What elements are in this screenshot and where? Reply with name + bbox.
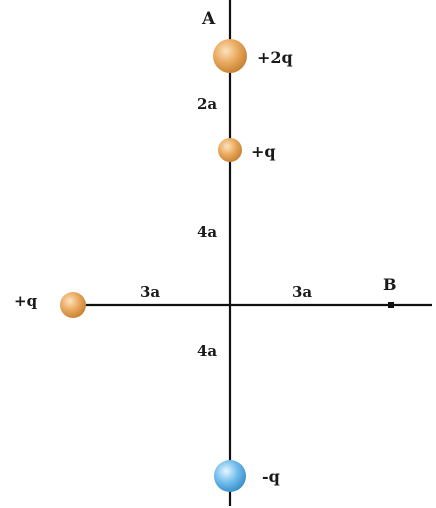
charge-bottom-sphere [214, 460, 246, 492]
charge-top-label: +2q [257, 48, 293, 67]
distance-label-left-horizontal: 3a [140, 283, 160, 301]
distance-label-right-horizontal: 3a [292, 283, 312, 301]
distance-label-lower-vertical: 4a [197, 342, 217, 360]
charge-left-label: +q [14, 292, 38, 310]
point-a-label: A [201, 9, 216, 29]
charge-top-sphere [213, 39, 247, 73]
point-b-marker [388, 302, 394, 308]
charge-upper-label: +q [251, 142, 276, 161]
charge-bottom-label: -q [262, 467, 280, 486]
distance-label-top-gap: 2a [197, 95, 217, 113]
charge-left-sphere [60, 292, 86, 318]
point-b-label: B [383, 275, 397, 294]
distance-label-upper-vertical: 4a [197, 223, 217, 241]
charge-upper-sphere [218, 138, 242, 162]
